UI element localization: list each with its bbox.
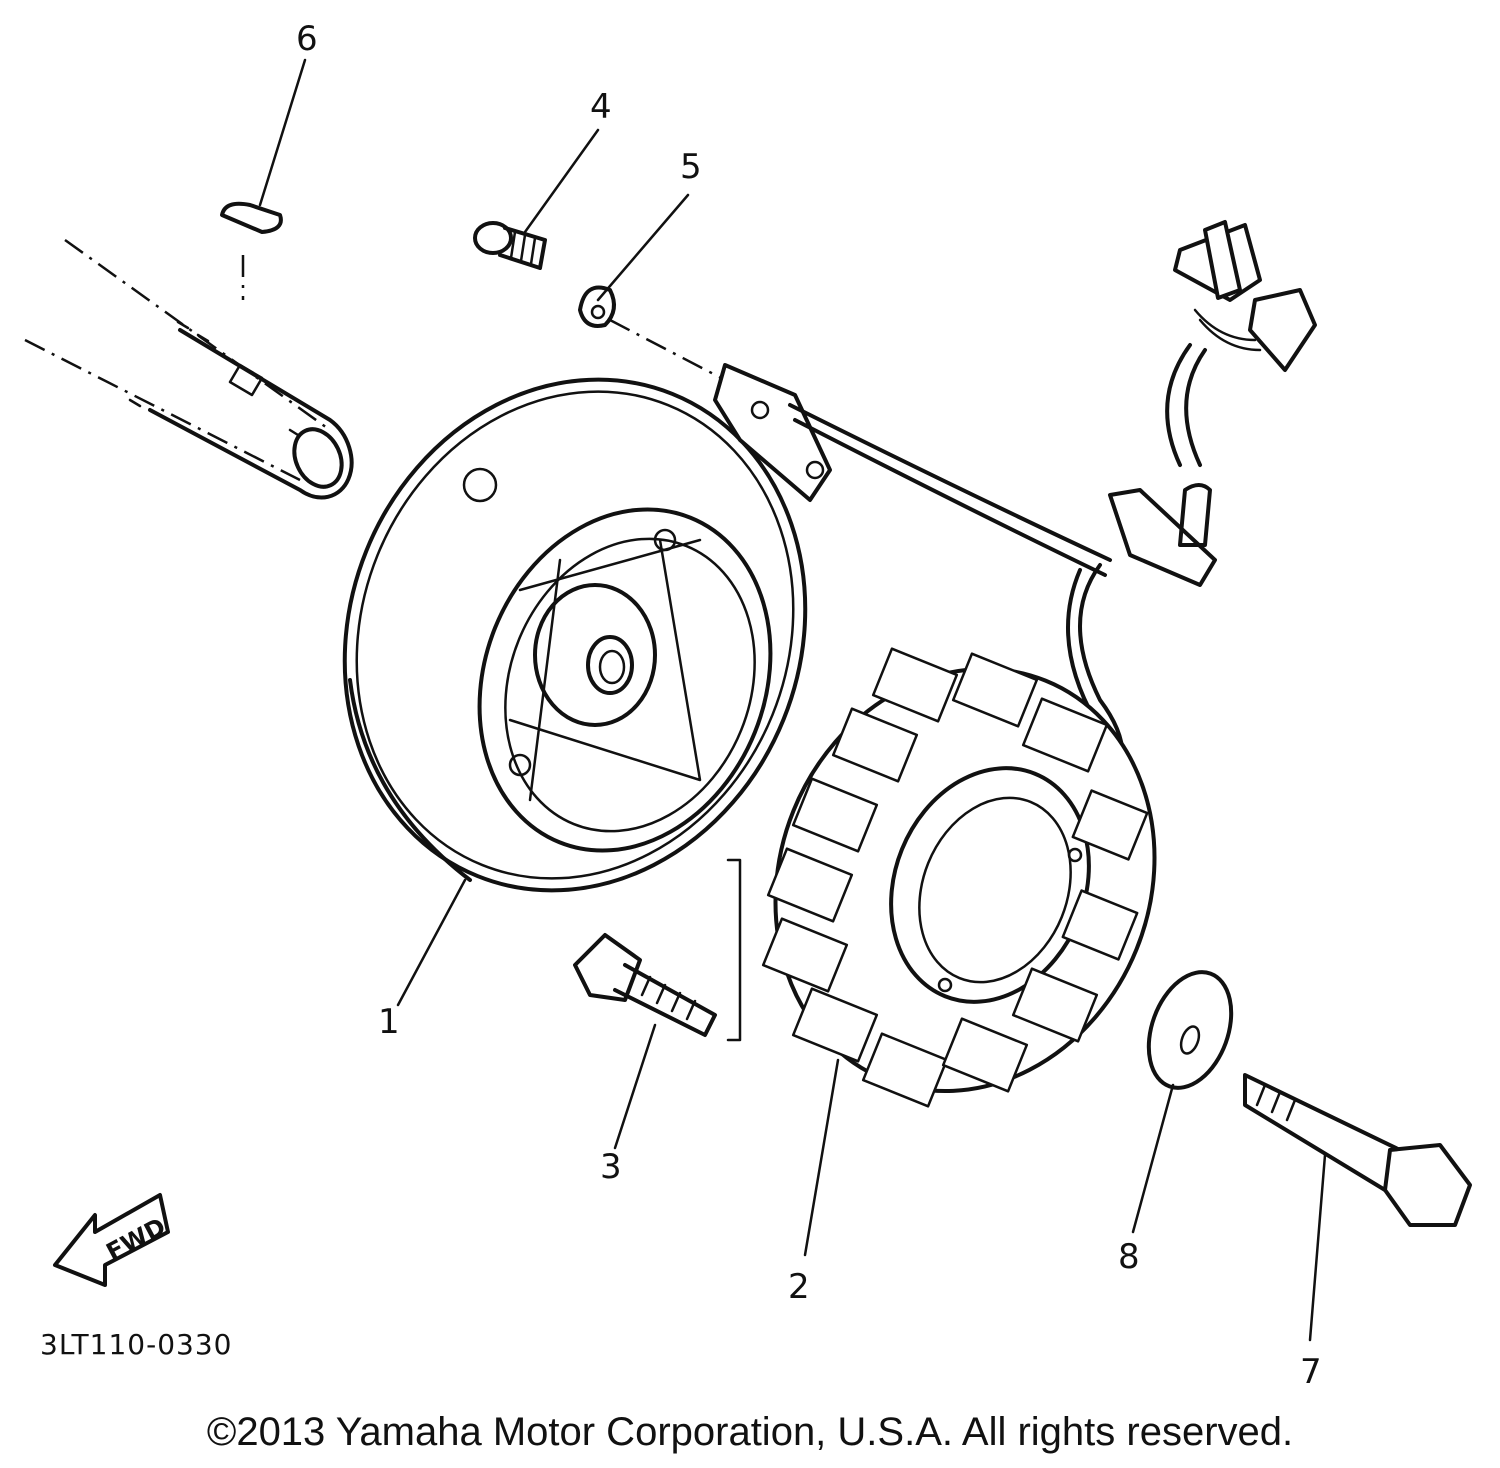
callout-8: 8: [1118, 1237, 1140, 1277]
callout-4: 4: [590, 87, 612, 127]
bolt-part-3: [573, 933, 717, 1037]
flywheel-rotor: [342, 377, 808, 893]
wire-grommet: [1108, 483, 1217, 587]
callout-6: 6: [296, 19, 318, 59]
bracket-line: [726, 858, 742, 1042]
callout-1: 1: [378, 1002, 400, 1042]
forward-arrow: FWD: [53, 1193, 170, 1287]
bolt-part-7: [1243, 1073, 1472, 1227]
callout-3: 3: [600, 1147, 622, 1187]
callout-5: 5: [680, 147, 702, 187]
callout-2: 2: [788, 1267, 810, 1307]
screw-part-4: [473, 221, 547, 270]
wire-connectors: [1165, 220, 1317, 467]
callout-7: 7: [1300, 1352, 1322, 1392]
washer-part-5: [578, 285, 726, 382]
copyright-notice: ©2013 Yamaha Motor Corporation, U.S.A. A…: [206, 1410, 1294, 1454]
crankshaft: [24, 238, 354, 500]
stator-coil: [761, 647, 1157, 1108]
diagram-code: 3LT110-0330: [40, 1328, 233, 1361]
leader-lines: [258, 58, 1327, 1342]
woodruff-key: [220, 201, 283, 300]
washer-part-8: [1146, 970, 1234, 1090]
